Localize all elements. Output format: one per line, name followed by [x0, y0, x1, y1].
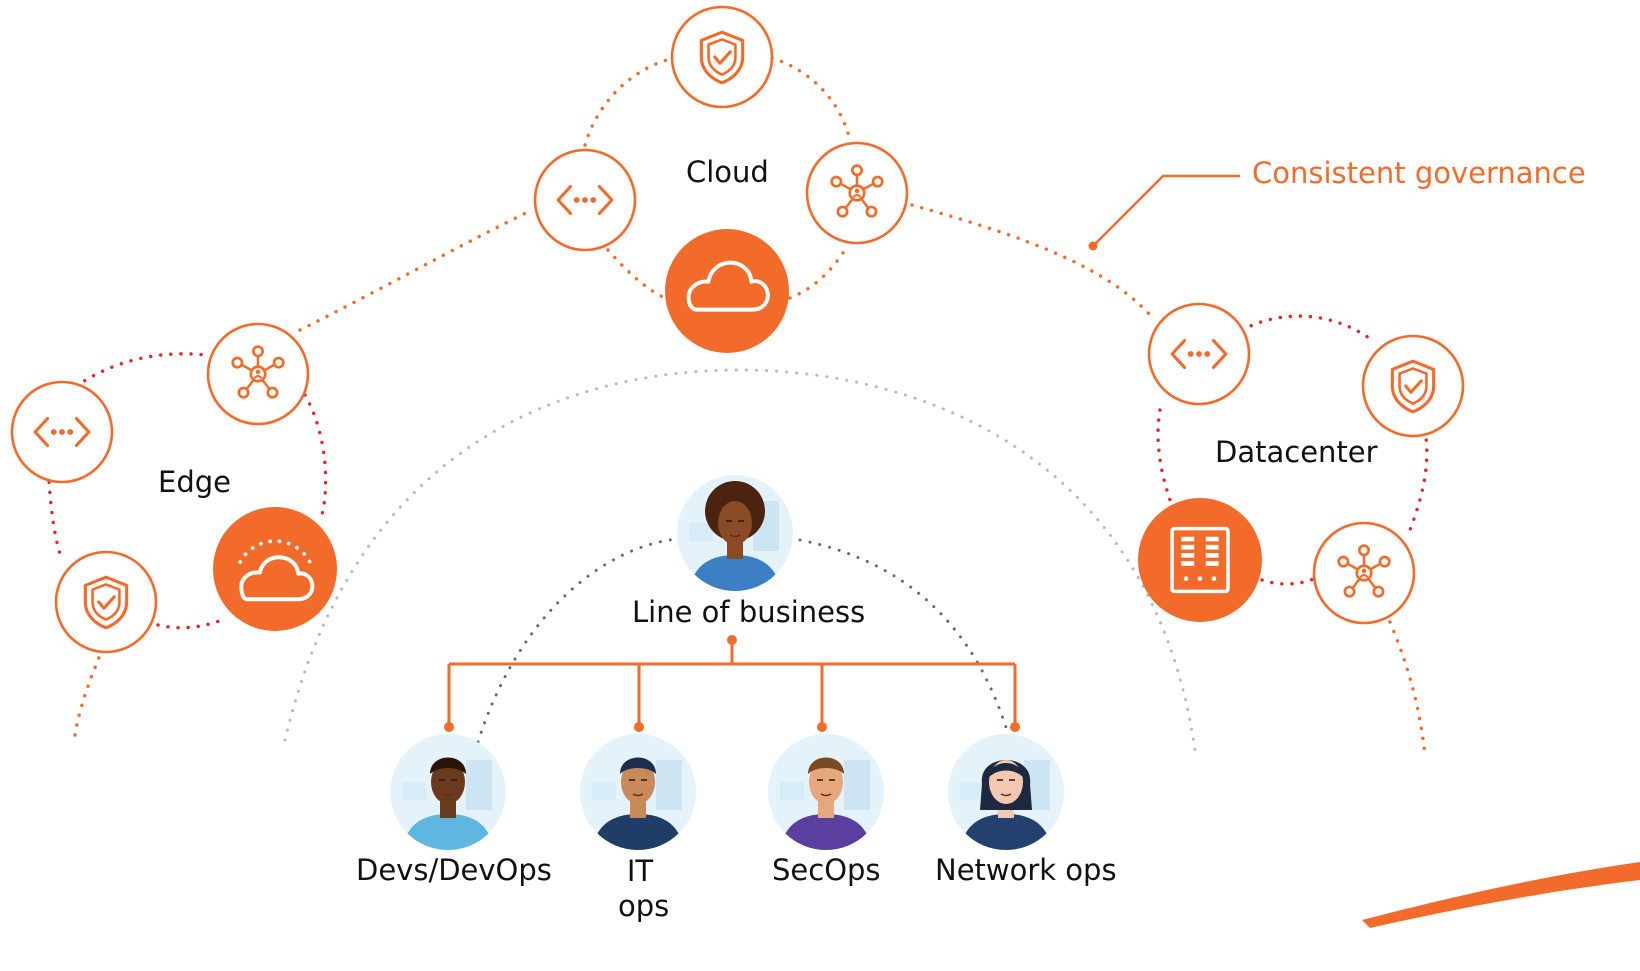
- network-ops-avatar: [948, 734, 1064, 850]
- cloud-ring-bl: [606, 248, 667, 300]
- inner-arc-left: [476, 536, 692, 744]
- edge-ring-right: [303, 393, 328, 517]
- team-label-netops: Network ops: [935, 853, 1117, 887]
- team-label-itops: IT ops: [618, 854, 670, 924]
- inner-arc-right: [798, 538, 1012, 742]
- network-hub-icon: [206, 322, 310, 426]
- edge-tail: [73, 653, 102, 737]
- edge-ring-top: [66, 352, 208, 394]
- cloud-label: Cloud: [686, 155, 769, 189]
- dc-ring-bottom: [1260, 576, 1318, 586]
- cloud-ring-left: [583, 56, 677, 147]
- governance-leader-line: [1092, 174, 1240, 247]
- code-brackets-icon: [10, 380, 114, 484]
- edge-cloud-link: [298, 208, 534, 332]
- cloud-icon: [665, 229, 789, 353]
- team-label-secops: SecOps: [772, 853, 881, 887]
- network-hub-icon: [1312, 521, 1416, 625]
- secops-avatar: [768, 734, 884, 850]
- cloud-dc-link: [910, 203, 1152, 317]
- it-ops-avatar: [580, 734, 696, 850]
- businesswoman-avatar: [677, 475, 793, 591]
- code-brackets-icon: [1147, 302, 1251, 406]
- code-brackets-icon: [533, 148, 637, 252]
- dc-ring-right: [1408, 428, 1429, 532]
- lead-label: Line of business: [632, 595, 866, 629]
- team-label-devs: Devs/DevOps: [356, 853, 552, 887]
- edge-cloud-icon: [213, 507, 337, 631]
- edge-ring-bottom: [156, 618, 224, 630]
- shield-check-icon: [1361, 334, 1465, 438]
- cloud-ring-right: [770, 56, 852, 142]
- shield-check-icon: [670, 5, 774, 109]
- edge-ring-left: [46, 460, 64, 562]
- datacenter-tail: [1388, 620, 1427, 757]
- org-tree-lines: [444, 635, 1020, 732]
- brand-swoosh: [1362, 862, 1640, 928]
- dc-ring-top: [1240, 314, 1374, 342]
- governance-leader-dot: [1088, 241, 1098, 251]
- server-rack-icon: [1138, 498, 1262, 622]
- governance-callout-label: Consistent governance: [1252, 156, 1586, 190]
- shield-check-icon: [54, 550, 158, 654]
- developer-avatar: [390, 734, 506, 850]
- network-hub-icon: [805, 141, 909, 245]
- cloud-ring-br: [788, 243, 850, 300]
- dc-ring-left: [1156, 408, 1172, 502]
- edge-label: Edge: [158, 465, 231, 499]
- datacenter-label: Datacenter: [1215, 435, 1378, 469]
